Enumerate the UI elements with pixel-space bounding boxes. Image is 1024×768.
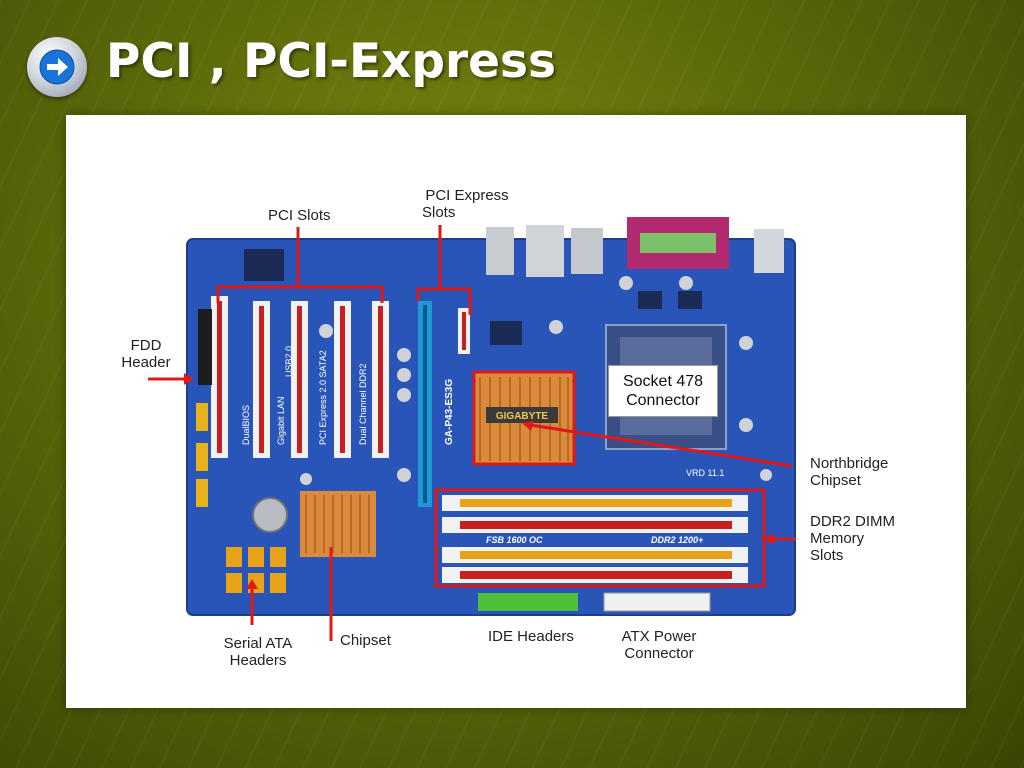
io-chip — [490, 321, 522, 345]
label-fdd-header: FDD Header — [118, 337, 174, 371]
pci-slot-1-contact — [217, 301, 222, 453]
front-panel-connector-3 — [196, 479, 208, 507]
board-text-lan: Gigabit LAN — [276, 396, 286, 445]
ide-header — [478, 593, 578, 611]
label-atx-line1: ATX Power — [621, 628, 697, 645]
label-sata-line2: Headers — [229, 652, 287, 669]
label-ddr2-line3: Slots — [810, 547, 844, 564]
label-pci-express: PCI Express Slots — [422, 187, 512, 221]
pcie-slots-bracket — [416, 287, 472, 315]
label-atx-line2: Connector — [624, 645, 694, 662]
audio-usb-port — [571, 228, 603, 274]
label-ide-headers: IDE Headers — [488, 628, 574, 645]
label-fdd-line2: Header — [121, 354, 171, 371]
pci-slots-bracket — [216, 285, 384, 303]
fdd-header — [198, 309, 212, 385]
usb-port-stack — [486, 227, 514, 275]
northbridge-pointer-line — [523, 422, 793, 468]
cmos-battery — [252, 497, 288, 533]
board-text-model: GA-P43-ES3G — [444, 379, 455, 445]
northbridge-highlight-box — [472, 370, 576, 466]
label-ddr2-dimm: DDR2 DIMM Memory Slots — [810, 513, 895, 564]
sata-header-1 — [226, 547, 242, 567]
bios-chip — [244, 249, 284, 281]
label-pci-express-line1: PCI Express — [425, 187, 509, 204]
label-pci-slots: PCI Slots — [268, 207, 331, 224]
southbridge-fins — [305, 495, 370, 553]
pci-slot-5-contact — [378, 306, 383, 453]
parallel-port-pins — [640, 233, 716, 253]
atx-power-connector — [603, 592, 711, 612]
diagram-card: DualBIOS Gigabit LAN USB2.0 PCI Express … — [66, 115, 966, 708]
dimm-slot-2-contact — [460, 521, 732, 529]
dimm-slot-4-contact — [460, 571, 732, 579]
label-ddr2-line1: DDR2 DIMM — [810, 513, 895, 530]
front-panel-connector-1 — [196, 403, 208, 431]
label-socket-478: Socket 478 Connector — [608, 365, 718, 417]
sata-header-3 — [270, 547, 286, 567]
label-serial-ata: Serial ATA Headers — [216, 635, 300, 669]
southbridge-heatsink — [300, 491, 376, 557]
label-pci-express-line2: Slots — [422, 204, 456, 221]
slide-title: PCI , PCI-Express — [106, 34, 557, 89]
lan-usb-port — [526, 225, 564, 277]
sata-pointer-arrow — [246, 579, 258, 589]
arrow-right-icon — [39, 49, 75, 85]
ps2-port — [754, 229, 784, 273]
board-text-vrd: VRD 11.1 — [686, 468, 724, 478]
board-text-ddr2-speed: DDR2 1200+ — [651, 535, 704, 545]
ddr2-pointer-arrow — [764, 533, 774, 545]
label-socket-line1: Socket 478 — [622, 373, 704, 390]
pcie-x16-contact — [423, 305, 427, 503]
label-chipset: Chipset — [340, 632, 391, 649]
sata-header-2 — [248, 547, 264, 567]
gigabyte-badge — [486, 407, 558, 423]
label-northbridge-line1: Northbridge — [810, 455, 889, 472]
gigabyte-logo-text: GIGABYTE — [496, 411, 549, 422]
pcie-x1-contact — [462, 312, 466, 350]
dimm-slot-3-contact — [460, 551, 732, 559]
sata-header-6 — [270, 573, 286, 593]
motherboard-diagram: DualBIOS Gigabit LAN USB2.0 PCI Express … — [148, 217, 796, 641]
capacitors — [300, 276, 772, 485]
label-fdd-line1: FDD — [130, 337, 162, 354]
label-socket-line2: Connector — [626, 392, 700, 409]
label-atx-power: ATX Power Connector — [614, 628, 704, 662]
label-northbridge: Northbridge Chipset — [810, 455, 888, 489]
label-northbridge-line2: Chipset — [810, 472, 861, 489]
sata-header-4 — [226, 573, 242, 593]
vrm-mosfet-1 — [638, 291, 662, 309]
pci-slot-2-contact — [259, 306, 264, 453]
northbridge-pointer-arrow — [522, 421, 534, 431]
pci-slot-4-contact — [340, 306, 345, 453]
label-sata-line1: Serial ATA — [223, 635, 293, 652]
front-panel-connector-2 — [196, 443, 208, 471]
vrm-mosfet-2 — [678, 291, 702, 309]
label-ddr2-line2: Memory — [810, 530, 865, 547]
fdd-pointer-arrow — [184, 373, 194, 385]
nav-arrow-button[interactable] — [27, 37, 87, 97]
board-text-dualbios: DualBIOS — [241, 405, 251, 445]
board-text-fsb: FSB 1600 OC — [486, 535, 543, 545]
dimm-slot-1-contact — [460, 499, 732, 507]
board-text-pcie-sata: PCI Express 2.0 SATA2 — [318, 350, 328, 445]
board-text-usb: USB2.0 — [284, 346, 294, 377]
board-text-dual-channel: Dual Channel DDR2 — [358, 363, 368, 445]
pci-slot-3-contact — [297, 306, 302, 453]
